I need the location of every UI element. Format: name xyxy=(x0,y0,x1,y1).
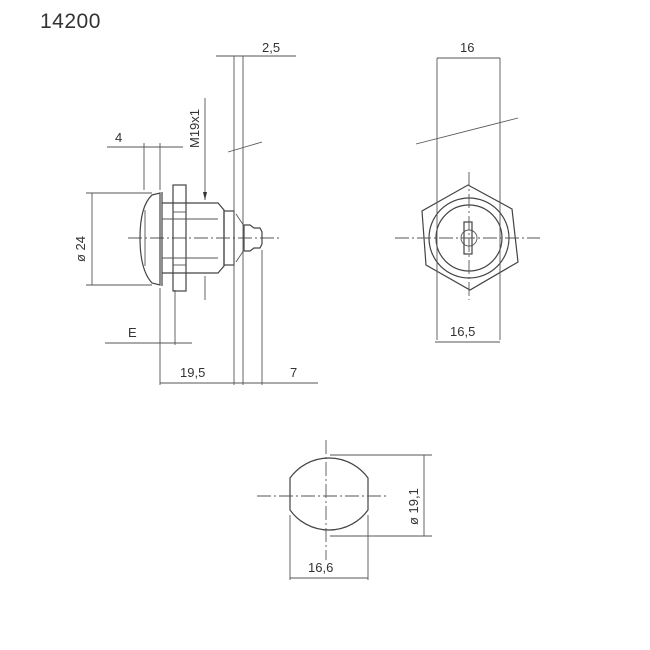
dim-diameter-19-1: ø 19,1 xyxy=(406,488,421,525)
dim-flat-width: 16,6 xyxy=(308,560,333,575)
dim-hex-width: 16,5 xyxy=(450,324,475,339)
drawing-title: 14200 xyxy=(40,10,101,33)
front-view: 16 16,5 xyxy=(395,40,540,343)
cutout-view: ø 19,1 16,6 xyxy=(257,440,432,580)
dim-top-width: 16 xyxy=(460,40,474,55)
dim-body-length: 19,5 xyxy=(180,365,205,380)
side-view: M19x1 2,5 4 ø 24 E 19,5 7 xyxy=(73,40,318,385)
dim-tail-length: 7 xyxy=(290,365,297,380)
dim-thread: M19x1 xyxy=(187,109,202,148)
dim-front-gap: 2,5 xyxy=(262,40,280,55)
dim-flange-thickness: 4 xyxy=(115,130,122,145)
dim-diameter-24: ø 24 xyxy=(73,236,88,262)
dim-e: E xyxy=(128,325,137,340)
